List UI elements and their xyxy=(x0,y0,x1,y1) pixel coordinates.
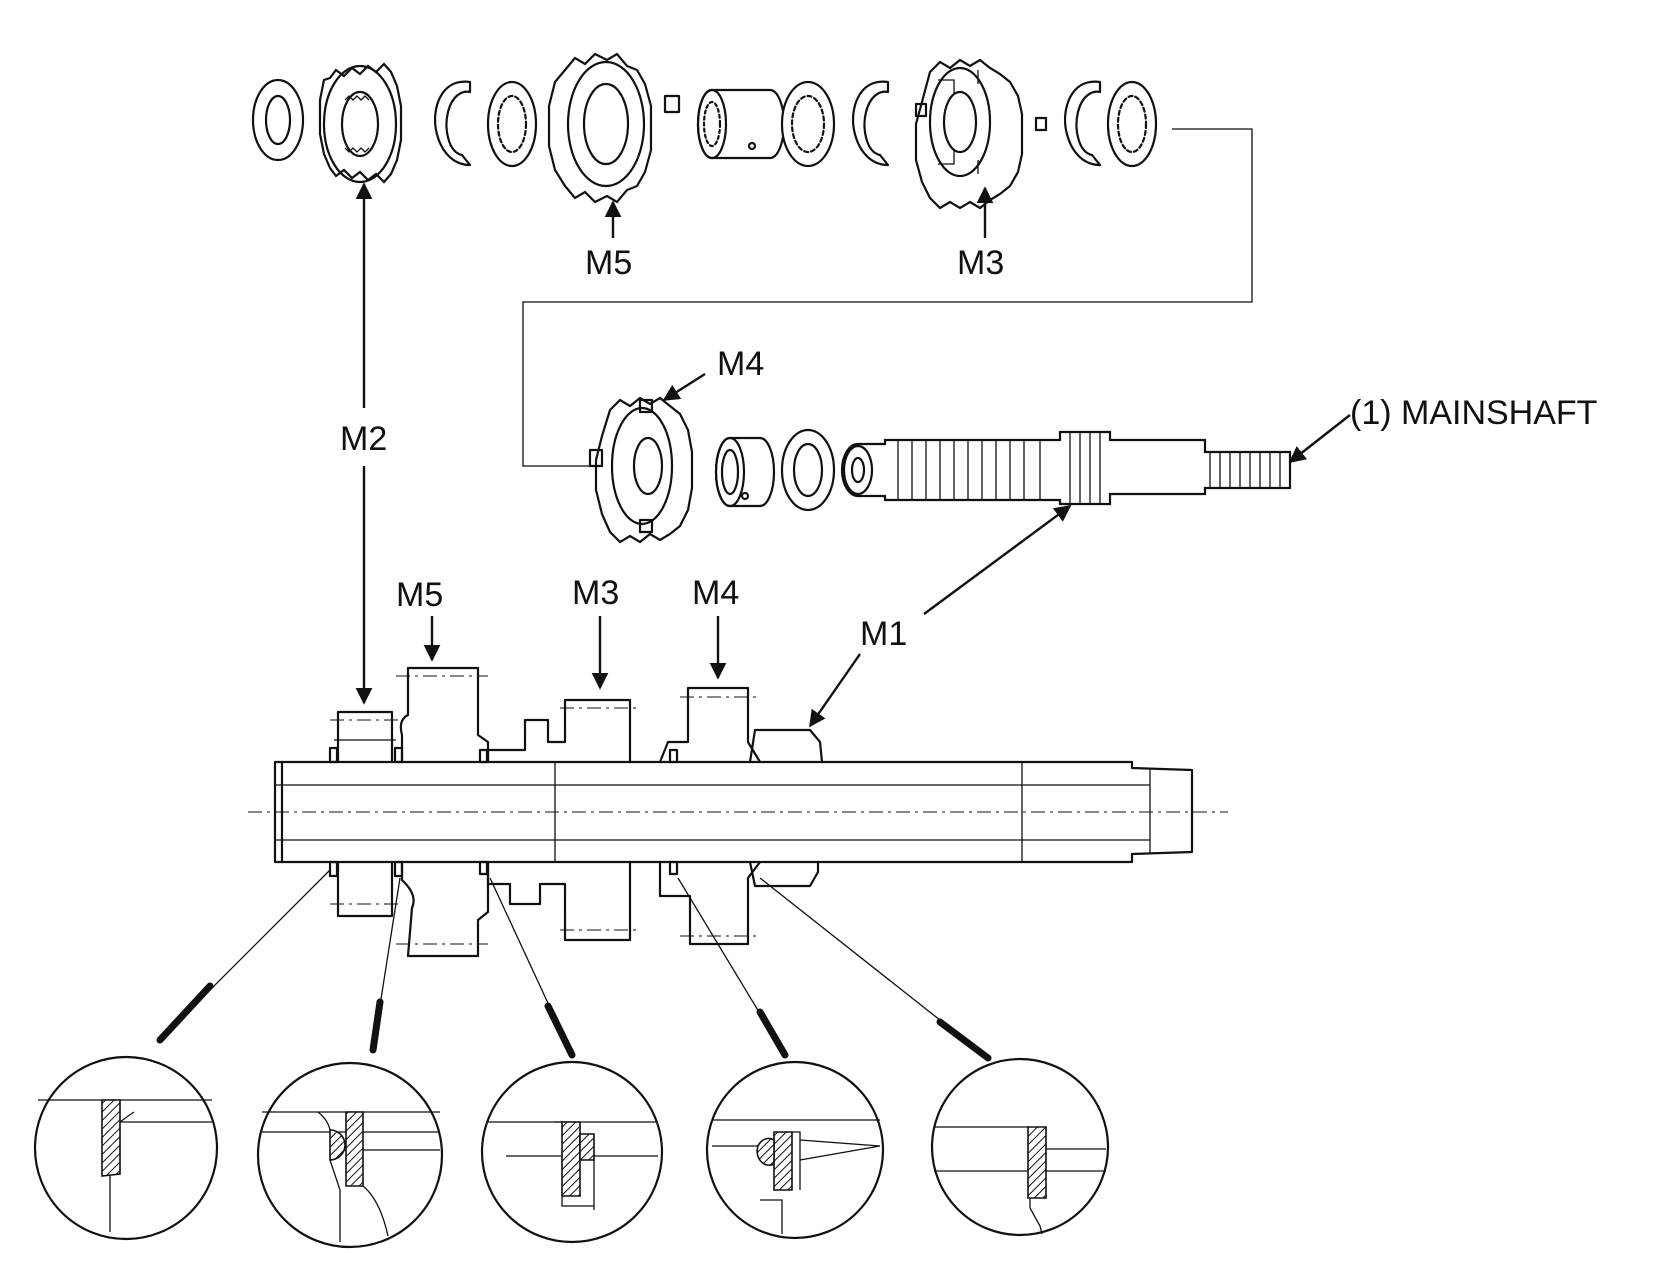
detail-circle-2 xyxy=(256,1061,444,1249)
section-view xyxy=(248,666,1228,958)
label-m3-top: M3 xyxy=(957,244,1004,282)
label-m3-section: M3 xyxy=(572,574,619,612)
bushing-1 xyxy=(696,88,786,160)
exploded-parts-middle-row xyxy=(588,396,1292,544)
thrust-washer-1 xyxy=(251,78,305,162)
splined-washer-2 xyxy=(780,80,836,168)
assembly-sequence-line xyxy=(522,128,1253,467)
label-m5-section: M5 xyxy=(396,576,443,614)
gear-m2 xyxy=(318,62,403,184)
thrust-washer-2 xyxy=(780,428,836,512)
label-m5-top: M5 xyxy=(585,244,632,282)
detail-circle-5 xyxy=(930,1057,1110,1237)
label-m4-section: M4 xyxy=(692,574,739,612)
m4-top-arrow xyxy=(662,372,706,402)
gear-m4 xyxy=(588,396,694,544)
detail-leader-lines xyxy=(156,869,992,1062)
gear-m5 xyxy=(547,52,681,204)
label-m4-top: M4 xyxy=(717,345,764,383)
detail-circle-1 xyxy=(33,1055,219,1241)
gear-m3 xyxy=(914,58,1048,210)
m1-to-section-arrow xyxy=(809,653,861,728)
detail-circle-4 xyxy=(705,1060,885,1240)
exploded-parts-top-row xyxy=(251,52,1158,210)
circlip-2 xyxy=(852,80,890,167)
splined-washer-3 xyxy=(1106,80,1158,168)
circlip-3 xyxy=(1064,80,1102,167)
mainshaft-part xyxy=(840,430,1292,506)
circlip-1 xyxy=(434,80,472,167)
label-m1-section: M1 xyxy=(860,615,907,653)
label-mainshaft: (1) MAINSHAFT xyxy=(1350,394,1597,432)
splined-washer-1 xyxy=(486,80,538,168)
mainshaft-arrow xyxy=(1288,414,1351,464)
m1-to-shaft-arrow xyxy=(923,505,1072,615)
label-m2: M2 xyxy=(340,420,387,458)
detail-circle-3 xyxy=(480,1060,664,1244)
bushing-2 xyxy=(714,436,776,508)
